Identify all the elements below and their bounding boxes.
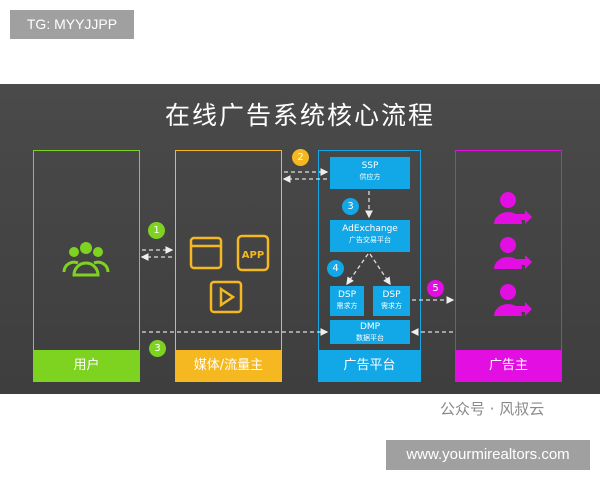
arrow-adx-dsp2 (369, 253, 391, 286)
dsp1-name: DSP (337, 290, 357, 300)
advertiser-icon (494, 237, 532, 269)
dmp-box: DMP 数据平台 (330, 320, 410, 344)
diagram-title: 在线广告系统核心流程 (164, 101, 435, 130)
dsp-box-2: DSP 需求方 (373, 286, 410, 316)
advertiser-icon (494, 284, 532, 316)
adx-sub: 广告交易平台 (349, 236, 391, 244)
step-4: 4 (327, 260, 344, 277)
dmp-name: DMP (359, 322, 381, 332)
ssp-box: SSP 供应方 (330, 157, 410, 189)
ssp-name: SSP (361, 161, 379, 171)
media-label: 媒体/流量主 (175, 350, 282, 382)
step-3b: 3 (149, 340, 166, 357)
advertiser-icons (494, 192, 532, 316)
video-icon (209, 280, 243, 314)
platform-label: 广告平台 (318, 350, 421, 382)
dsp2-name: DSP (382, 290, 401, 300)
step-2: 2 (292, 149, 309, 166)
step-3: 3 (342, 198, 359, 215)
user-label: 用户 (33, 350, 140, 382)
advertiser-icon (494, 192, 532, 224)
app-icon (236, 234, 270, 272)
web-page-icon (189, 236, 223, 270)
dsp1-sub: 需求方 (336, 302, 358, 310)
ssp-sub: 供应方 (359, 173, 381, 181)
app-label: APP (242, 250, 264, 261)
advertiser-label: 广告主 (455, 350, 562, 382)
top-watermark: TG: MYYJJPP (10, 10, 134, 39)
dmp-sub: 数据平台 (356, 334, 384, 342)
wechat-watermark: 公众号 · 风叔云 (440, 400, 545, 418)
adexchange-box: AdExchange 广告交易平台 (330, 220, 410, 252)
step-1: 1 (148, 222, 165, 239)
users-icon (62, 242, 110, 277)
dsp2-sub: 需求方 (381, 302, 402, 310)
adx-name: AdExchange (342, 224, 398, 234)
diagram-panel (0, 84, 600, 394)
dsp-box-1: DSP 需求方 (330, 286, 364, 316)
url-watermark: www.yourmirealtors.com (386, 440, 590, 470)
step-5: 5 (427, 280, 444, 297)
arrow-adx-dsp1 (346, 253, 369, 286)
